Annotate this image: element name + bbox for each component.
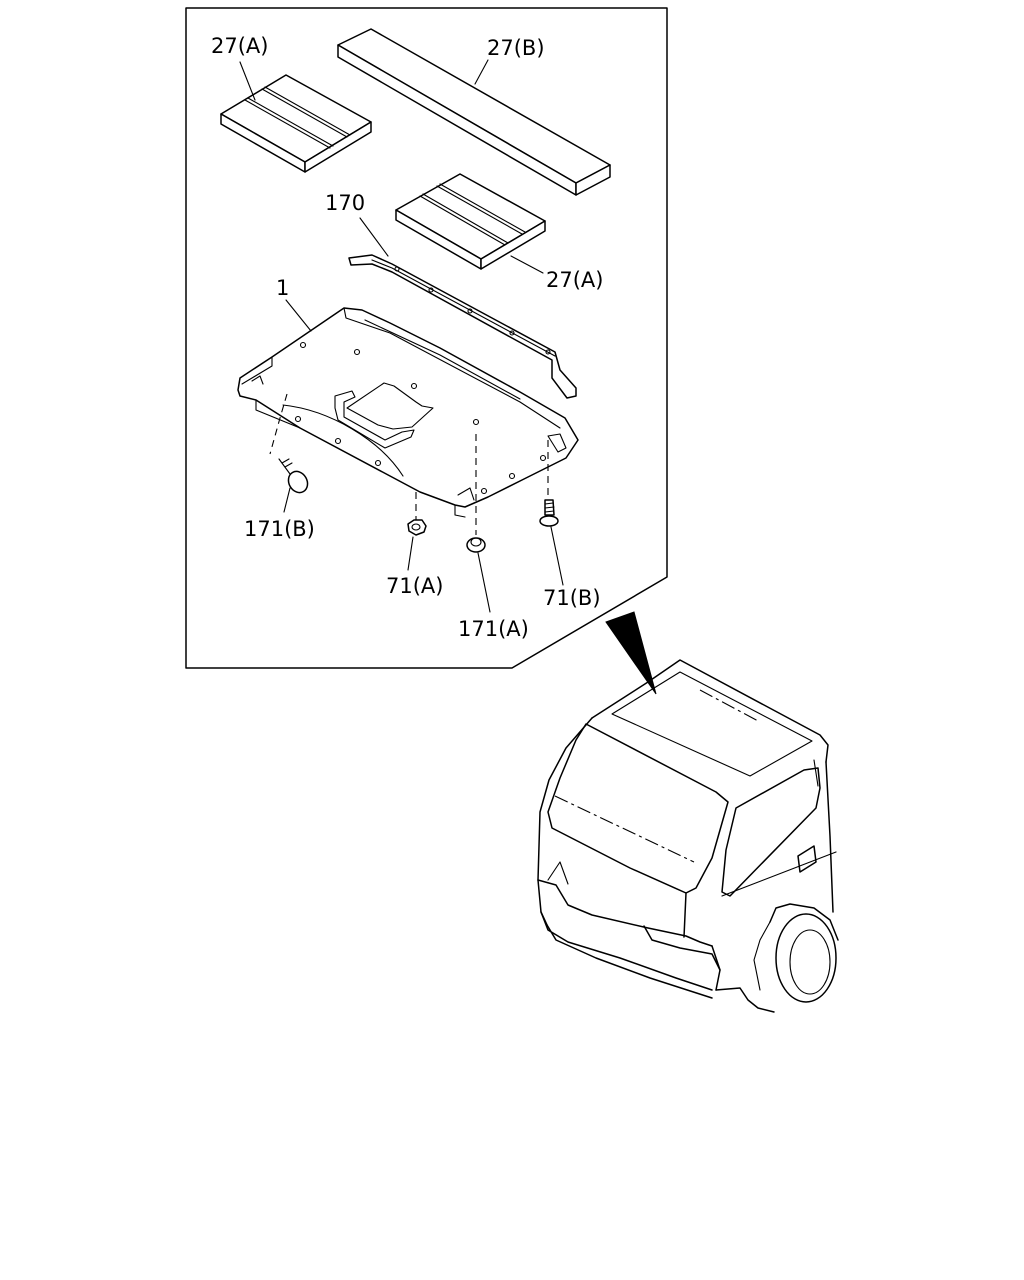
location-pointer-arrow xyxy=(605,611,657,695)
label-170: 170 xyxy=(325,191,365,215)
leader-170 xyxy=(359,217,389,257)
label-71b: 71(B) xyxy=(543,586,601,610)
pad-27a-mid xyxy=(395,173,546,270)
pad-27a-top xyxy=(220,74,372,173)
label-27b: 27(B) xyxy=(487,36,545,60)
leader-27b xyxy=(474,59,489,85)
bracket-170 xyxy=(348,254,577,399)
nut-71a xyxy=(407,519,427,536)
leader-27a-mid xyxy=(510,255,544,274)
pad-27b xyxy=(337,28,611,196)
label-71a: 71(A) xyxy=(386,574,443,598)
clip-171b xyxy=(278,458,309,494)
leader-27a-top xyxy=(239,61,256,101)
detail-frame xyxy=(185,7,668,669)
leader-171b xyxy=(283,487,291,513)
label-171b: 171(B) xyxy=(244,517,315,541)
label-171a: 171(A) xyxy=(458,617,529,641)
label-1: 1 xyxy=(276,276,289,300)
leader-171a xyxy=(477,552,491,613)
screw-71b xyxy=(539,499,559,527)
headlining-panel-1 xyxy=(237,307,579,518)
clip-171a xyxy=(466,537,486,553)
leader-1 xyxy=(285,299,312,332)
truck-cab-illustration xyxy=(537,659,839,1013)
mount-line-171b xyxy=(269,393,288,455)
leader-71b xyxy=(550,526,564,586)
label-27a-top: 27(A) xyxy=(211,34,268,58)
leader-71a xyxy=(407,536,414,571)
label-27a-mid: 27(A) xyxy=(546,268,603,292)
